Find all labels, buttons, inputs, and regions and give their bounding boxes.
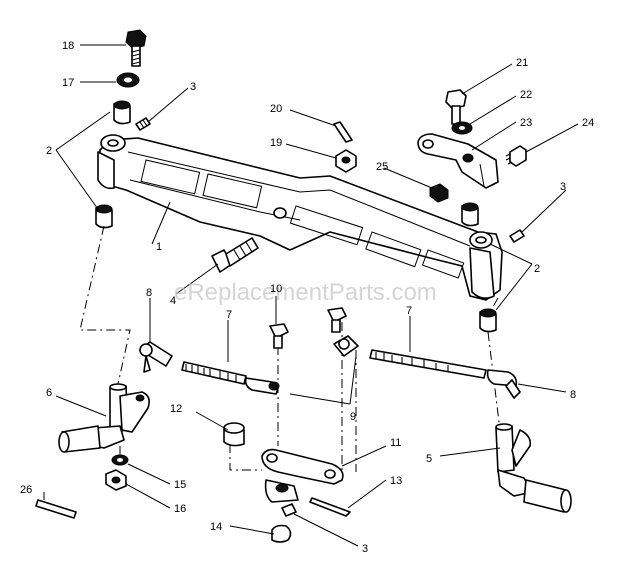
axle-beam xyxy=(97,134,503,301)
nut-19 xyxy=(335,149,357,173)
callout-6: 6 xyxy=(46,387,52,399)
callout-22: 22 xyxy=(520,89,532,101)
grease-fitting-3-lower xyxy=(281,503,297,517)
tie-rod-right xyxy=(333,335,521,399)
washer-22 xyxy=(451,121,473,135)
callout-2-b: 2 xyxy=(534,263,540,275)
pin-20 xyxy=(333,121,353,143)
bushing-12 xyxy=(223,422,245,447)
steering-arm-23 xyxy=(417,133,499,189)
leader-lines xyxy=(43,44,579,547)
callout-11: 11 xyxy=(390,437,401,449)
nut-16 xyxy=(105,469,127,491)
callout-9: 9 xyxy=(350,411,356,423)
callout-7-b: 7 xyxy=(406,305,412,317)
callout-16: 16 xyxy=(174,503,186,515)
callout-3-b: 3 xyxy=(560,181,566,193)
callout-20: 20 xyxy=(270,103,282,115)
pivot-bolt xyxy=(211,237,259,273)
callout-23: 23 xyxy=(520,117,532,129)
bolt-21 xyxy=(445,89,467,125)
left-top-hardware xyxy=(113,29,147,125)
callout-17: 17 xyxy=(62,77,74,89)
callout-3-a: 3 xyxy=(190,81,196,93)
callout-24: 24 xyxy=(582,117,594,129)
callout-8-b: 8 xyxy=(570,389,576,401)
spindle-left xyxy=(58,383,150,453)
callout-4: 4 xyxy=(170,295,176,307)
callout-10: 10 xyxy=(270,283,282,295)
left-grease-fitting xyxy=(135,117,151,131)
callout-7-a: 7 xyxy=(226,309,232,321)
spindle-right xyxy=(495,423,572,513)
cotter-pin-13 xyxy=(309,497,351,517)
callout-19: 19 xyxy=(270,137,282,149)
callout-5: 5 xyxy=(426,453,432,465)
left-lower-bushing xyxy=(95,204,113,229)
washer-15 xyxy=(111,454,129,466)
drag-link-11 xyxy=(261,448,344,503)
callout-1: 1 xyxy=(156,241,162,253)
callout-18: 18 xyxy=(62,40,74,52)
callout-26: 26 xyxy=(20,484,32,496)
callout-2-a: 2 xyxy=(46,145,52,157)
callout-labels: 18 17 3 2 1 4 21 22 23 24 20 19 25 3 2 8… xyxy=(20,40,594,555)
cotter-pin-26 xyxy=(35,499,77,519)
callout-12: 12 xyxy=(170,403,182,415)
callout-3-c: 3 xyxy=(362,543,368,555)
bolt-10 xyxy=(269,307,347,349)
e-clip-14 xyxy=(271,524,292,543)
callout-21: 21 xyxy=(516,57,528,69)
callout-25: 25 xyxy=(376,161,388,173)
right-lower-bushing xyxy=(479,308,497,333)
bolt-24 xyxy=(505,145,527,167)
right-upper-bushing xyxy=(461,202,479,227)
watermark: eReplacementParts.com xyxy=(174,279,437,306)
nut-25 xyxy=(429,183,449,203)
right-grease-fitting xyxy=(509,229,525,243)
callout-8-a: 8 xyxy=(146,287,152,299)
callout-13: 13 xyxy=(390,475,402,487)
callout-15: 15 xyxy=(174,479,186,491)
tie-rod-left xyxy=(139,341,280,395)
callout-14: 14 xyxy=(210,521,222,533)
